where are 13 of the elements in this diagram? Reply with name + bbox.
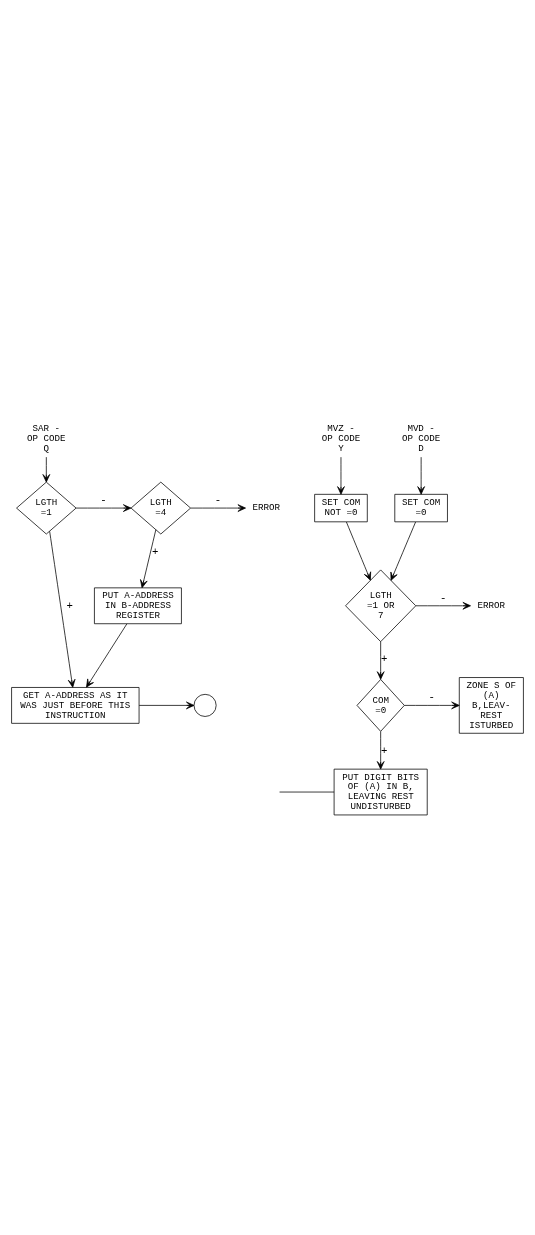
edge-label: + bbox=[380, 744, 388, 757]
edge-label: - bbox=[428, 690, 436, 703]
node-text: MVZ - OP CODE Y bbox=[321, 422, 361, 454]
node-text: ERROR bbox=[477, 599, 506, 611]
node-text: MVD - OP CODE D bbox=[401, 422, 441, 454]
node-text: ERROR bbox=[252, 501, 280, 513]
edge-label: + bbox=[151, 545, 159, 558]
edge-label: - bbox=[440, 591, 447, 604]
edge-label: + bbox=[380, 652, 388, 665]
node-text: SAR - OP CODE Q bbox=[27, 422, 66, 454]
edge-label: + bbox=[66, 599, 73, 612]
edge-label: - bbox=[214, 493, 222, 506]
edge-label: - bbox=[100, 493, 107, 506]
